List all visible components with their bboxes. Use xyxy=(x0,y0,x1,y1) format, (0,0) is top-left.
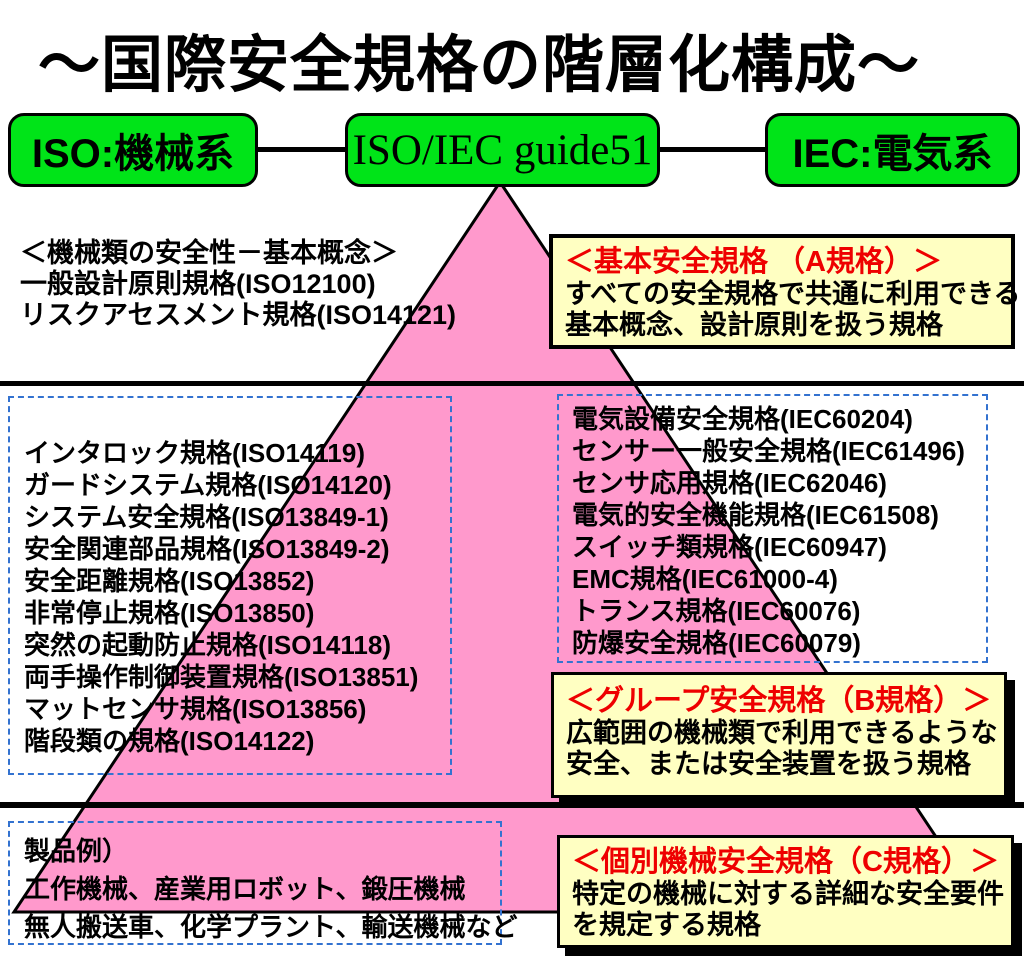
note-box-c-standard: ＜個別機械安全規格（C規格）＞ 特定の機械に対する詳細な安全要件を規定する規格 xyxy=(557,835,1014,948)
iec-standards-list-box: 電気設備安全規格(IEC60204)センサー一般安全規格(IEC61496)セン… xyxy=(557,394,988,663)
note-b-body: 広範囲の機械類で利用できるような安全、または安全装置を扱う規格 xyxy=(566,718,998,780)
list-item: 両手操作制御装置規格(ISO13851) xyxy=(24,662,419,692)
list-item: 電気的安全機能規格(IEC61508) xyxy=(572,500,939,530)
list-item: インタロック規格(ISO14119) xyxy=(24,438,365,468)
list-item: ガードシステム規格(ISO14120) xyxy=(24,470,392,500)
list-item: ＜機械類の安全性－基本概念＞ xyxy=(20,238,398,268)
list-item: を規定する規格 xyxy=(572,910,761,940)
list-item: センサー一般安全規格(IEC61496) xyxy=(572,436,965,466)
list-item: 安全関連部品規格(ISO13849-2) xyxy=(24,534,390,564)
list-item: 一般設計原則規格(ISO12100) xyxy=(20,269,376,299)
list-item: システム安全規格(ISO13849-1) xyxy=(24,502,389,532)
machinery-basic-concept-block: ＜機械類の安全性－基本概念＞一般設計原則規格(ISO12100)リスクアセスメン… xyxy=(20,238,456,331)
tier-divider-a-b xyxy=(0,381,1024,386)
note-c-header: ＜個別機械安全規格（C規格）＞ xyxy=(572,846,999,878)
note-b-header: ＜グループ安全規格（B規格）＞ xyxy=(566,685,992,717)
header-box-iso-iec-guide51: ISO/IEC guide51 xyxy=(345,113,660,187)
list-item: 広範囲の機械類で利用できるような xyxy=(566,718,998,748)
header-box-iec: IEC:電気系 xyxy=(765,113,1020,187)
list-item: リスクアセスメント規格(ISO14121) xyxy=(20,300,457,330)
list-item: 工作機械、産業用ロボット、鍛圧機械 xyxy=(24,874,466,904)
product-examples-box: 製品例） 工作機械、産業用ロボット、鍛圧機械無人搬送車、化学プラント、輸送機械など xyxy=(8,821,518,945)
connector-line-left xyxy=(256,147,347,152)
list-item: 製品例） xyxy=(24,836,129,866)
connector-line-right xyxy=(658,147,767,152)
iso-standards-list-box: インタロック規格(ISO14119)ガードシステム規格(ISO14120)システ… xyxy=(8,396,452,775)
page-title: ～国際安全規格の階層化構成～ xyxy=(37,31,920,100)
list-item: 基本概念、設計原則を扱う規格 xyxy=(565,310,943,340)
list-item: 電気設備安全規格(IEC60204) xyxy=(572,404,913,434)
list-item: センサ応用規格(IEC62046) xyxy=(572,468,887,498)
list-item: 突然の起動防止規格(ISO14118) xyxy=(24,630,391,660)
list-item: マットセンサ規格(ISO13856) xyxy=(24,694,367,724)
list-item: スイッチ類規格(IEC60947) xyxy=(572,532,887,562)
list-item: 防爆安全規格(IEC60079) xyxy=(572,628,861,658)
list-item: 無人搬送車、化学プラント、輸送機械など xyxy=(24,912,518,942)
list-item: すべての安全規格で共通に利用できる xyxy=(565,279,1021,309)
tier-divider-b-c xyxy=(0,802,1024,808)
list-item: 非常停止規格(ISO13850) xyxy=(24,598,315,628)
list-item: 安全距離規格(ISO13852) xyxy=(24,566,315,596)
note-a-header: ＜基本安全規格 （A規格）＞ xyxy=(565,246,943,278)
note-c-body: 特定の機械に対する詳細な安全要件を規定する規格 xyxy=(572,879,1004,941)
note-box-b-standard: ＜グループ安全規格（B規格）＞ 広範囲の機械類で利用できるような安全、または安全… xyxy=(551,672,1007,798)
note-box-a-standard: ＜基本安全規格 （A規格）＞ すべての安全規格で共通に利用できる基本概念、設計原… xyxy=(549,234,1021,349)
list-item: 安全、または安全装置を扱う規格 xyxy=(566,749,971,779)
note-a-body: すべての安全規格で共通に利用できる基本概念、設計原則を扱う規格 xyxy=(565,279,1021,341)
list-item: 階段類の規格(ISO14122) xyxy=(24,726,315,756)
list-item: EMC規格(IEC61000-4) xyxy=(572,564,838,594)
list-item: 特定の機械に対する詳細な安全要件 xyxy=(572,879,1004,909)
list-item: トランス規格(IEC60076) xyxy=(572,596,861,626)
header-box-iso: ISO:機械系 xyxy=(8,113,258,187)
